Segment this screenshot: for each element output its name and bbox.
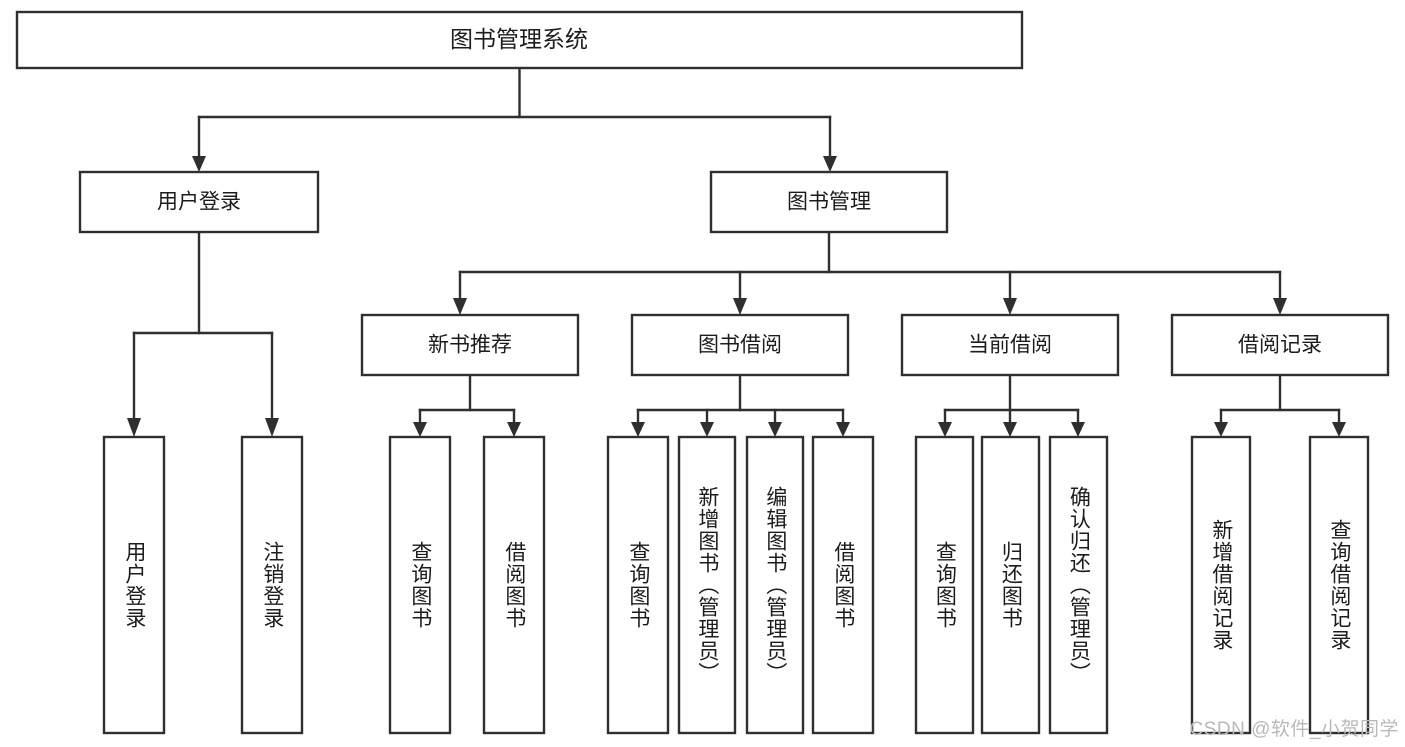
node-book-manage[interactable]: 图书管理 xyxy=(709,170,949,234)
arrowhead-leaf-user-login xyxy=(127,418,141,437)
node-new-book-recommend-label: 新书推荐 xyxy=(428,334,512,357)
arrowhead-new-book-recommend xyxy=(453,298,467,315)
arrowhead-user-login xyxy=(192,156,206,172)
node-current-borrow[interactable]: 当前借阅 xyxy=(900,313,1120,377)
arrowhead-leaf-confirm-return xyxy=(1071,422,1085,437)
node-new-book-recommend-box[interactable] xyxy=(360,313,580,377)
node-borrow-record-box[interactable] xyxy=(1170,313,1390,377)
connector-group-book-manage xyxy=(453,230,1287,315)
node-leaf-query-borrow-record-box[interactable] xyxy=(1308,435,1370,735)
arrowhead-leaf-logout xyxy=(265,418,279,437)
node-book-borrow-label: 图书借阅 xyxy=(698,334,782,357)
arrowhead-leaf-add-book xyxy=(700,422,714,437)
node-leaf-query-book-current-box[interactable] xyxy=(914,435,975,735)
node-leaf-edit-book-box[interactable] xyxy=(745,435,805,735)
node-leaf-confirm-return-box[interactable] xyxy=(1048,435,1109,735)
node-user-login[interactable]: 用户登录 xyxy=(78,170,320,234)
arrowhead-leaf-query-book-borrow xyxy=(631,422,645,437)
node-user-login-label: 用户登录 xyxy=(157,191,241,214)
connector-group-user-login-leaves xyxy=(127,230,279,437)
node-leaf-query-book-recommend-box[interactable] xyxy=(388,435,452,735)
arrowhead-borrow-record xyxy=(1273,298,1287,315)
node-leaf-user-login-box[interactable] xyxy=(102,435,166,735)
node-leaf-borrow-book-box[interactable] xyxy=(811,435,875,735)
node-root-label: 图书管理系统 xyxy=(450,26,588,52)
arrowhead-leaf-borrow-book xyxy=(836,422,850,437)
arrowhead-leaf-query-book-recommend xyxy=(413,422,427,437)
csdn-watermark: CSDN @软件_小贺同学 xyxy=(1189,719,1399,740)
connector-group-current-borrow-leaves xyxy=(938,373,1085,437)
arrowhead-leaf-edit-book xyxy=(768,422,782,437)
arrowhead-leaf-add-borrow-record xyxy=(1214,422,1228,437)
node-book-borrow-box[interactable] xyxy=(630,313,850,377)
node-borrow-record-label: 借阅记录 xyxy=(1238,334,1322,357)
node-leaf-return-book-box[interactable] xyxy=(980,435,1041,735)
arrowhead-leaf-return-book xyxy=(1003,422,1017,437)
node-borrow-record[interactable]: 借阅记录 xyxy=(1170,313,1390,377)
arrowhead-current-borrow xyxy=(1003,298,1017,315)
node-leaf-borrow-book-recommend-box[interactable] xyxy=(482,435,546,735)
arrowhead-leaf-borrow-book-recommend xyxy=(507,422,521,437)
arrowhead-leaf-query-book-current xyxy=(938,422,952,437)
arrowhead-leaf-query-borrow-record xyxy=(1332,422,1346,437)
arrowhead-book-manage xyxy=(823,156,837,172)
node-leaf-logout-box[interactable] xyxy=(240,435,304,735)
node-user-login-box[interactable] xyxy=(78,170,320,234)
connector-group-book-borrow-leaves xyxy=(631,373,850,437)
connector-group-root xyxy=(192,66,837,172)
node-book-manage-label: 图书管理 xyxy=(787,191,871,214)
node-new-book-recommend[interactable]: 新书推荐 xyxy=(360,313,580,377)
arrowhead-book-borrow xyxy=(733,298,747,315)
node-root-box[interactable] xyxy=(15,10,1024,70)
node-current-borrow-box[interactable] xyxy=(900,313,1120,377)
node-leaf-query-book-borrow-box[interactable] xyxy=(606,435,670,735)
connector-group-borrow-record-leaves xyxy=(1214,373,1346,437)
leaf-boxes-group xyxy=(102,435,1370,735)
node-root[interactable]: 图书管理系统 xyxy=(15,10,1024,70)
node-current-borrow-label: 当前借阅 xyxy=(968,334,1052,357)
node-leaf-add-book-box[interactable] xyxy=(677,435,737,735)
node-book-borrow[interactable]: 图书借阅 xyxy=(630,313,850,377)
node-book-manage-box[interactable] xyxy=(709,170,949,234)
connector-group-new-book-leaves xyxy=(413,373,521,437)
node-leaf-add-borrow-record-box[interactable] xyxy=(1190,435,1252,735)
